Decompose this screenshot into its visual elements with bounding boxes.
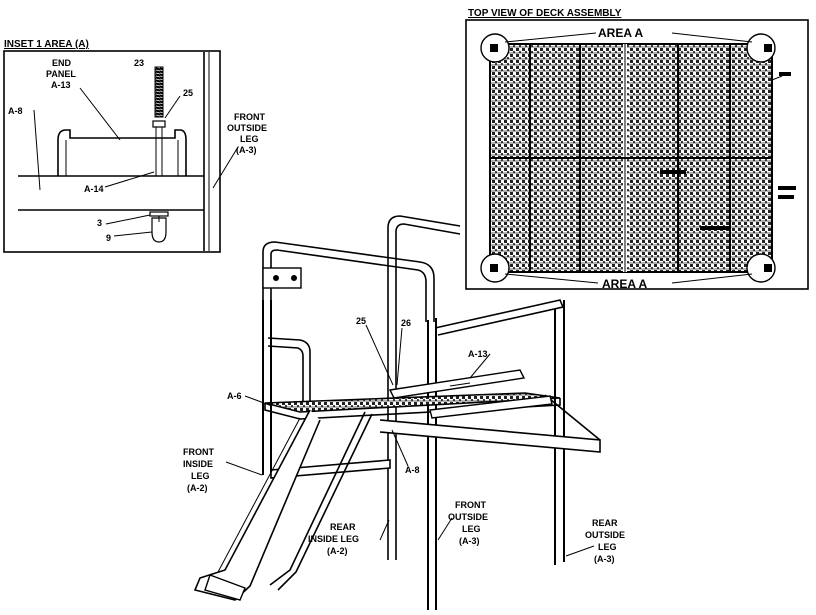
label-end-panel-code: A-13	[51, 80, 71, 90]
inset-title: INSET 1 AREA (A)	[4, 39, 89, 50]
label-main-front-outside-3: LEG	[462, 524, 481, 534]
label-part-a14: A-14	[84, 184, 104, 194]
label-rear-outside-4: (A-3)	[594, 554, 615, 564]
label-end-panel: END	[52, 58, 72, 68]
label-rear-outside-3: LEG	[598, 542, 617, 552]
area-a-top-label: AREA A	[598, 26, 643, 40]
top-view-frame	[465, 19, 809, 290]
label-front-inside-4: (A-2)	[187, 483, 208, 493]
corner-circle-tr	[746, 33, 776, 63]
label-main-front-outside-2: OUTSIDE	[448, 512, 488, 522]
label-front-inside: FRONT	[183, 447, 214, 457]
label-part-23: 23	[134, 58, 144, 68]
label-front-outside-3: LEG	[240, 134, 259, 144]
label-rear-inside-3: (A-2)	[327, 546, 348, 556]
washer-25	[152, 120, 166, 128]
label-main-25: 25	[356, 316, 366, 326]
label-main-front-outside-4: (A-3)	[459, 536, 480, 546]
corner-circle-br	[746, 253, 776, 283]
label-part-a8: A-8	[8, 106, 23, 116]
label-main-26: 26	[401, 318, 411, 328]
label-main-a8: A-8	[405, 465, 420, 475]
washer-3	[149, 211, 169, 217]
top-view-title: TOP VIEW OF DECK ASSEMBLY	[468, 8, 622, 19]
label-main-front-outside: FRONT	[455, 500, 486, 510]
label-main-a13: A-13	[468, 349, 488, 359]
inset-end-panel	[57, 129, 187, 176]
top-view-deck: TOP VIEW OF DECK ASSEMBLY AREA A AREA A	[465, 8, 809, 291]
label-rear-inside-2: INSIDE LEG	[308, 534, 359, 544]
label-rear-inside: REAR	[330, 522, 356, 532]
label-part-25: 25	[183, 88, 193, 98]
label-part-3: 3	[97, 218, 102, 228]
label-front-inside-2: INSIDE	[183, 459, 213, 469]
bolt-23	[154, 66, 164, 118]
inset-frame	[3, 50, 221, 253]
label-front-inside-3: LEG	[191, 471, 210, 481]
nut-9	[151, 217, 167, 243]
inset-area-a: INSET 1 AREA (A) END PANEL A-13 23 25	[3, 39, 267, 253]
label-rear-outside-2: OUTSIDE	[585, 530, 625, 540]
label-rear-outside: REAR	[592, 518, 618, 528]
label-front-outside: FRONT	[234, 112, 265, 122]
area-a-bottom-label: AREA A	[602, 277, 647, 291]
label-front-outside-2: OUTSIDE	[227, 123, 267, 133]
label-front-outside-4: (A-3)	[236, 145, 257, 155]
label-main-a6: A-6	[227, 391, 242, 401]
label-end-panel-2: PANEL	[46, 69, 76, 79]
label-part-9: 9	[106, 233, 111, 243]
play-structure: 25 26 A-13 A-6 A-8 FRONT INSIDE LEG (A-2…	[183, 215, 625, 610]
slide	[193, 409, 321, 601]
